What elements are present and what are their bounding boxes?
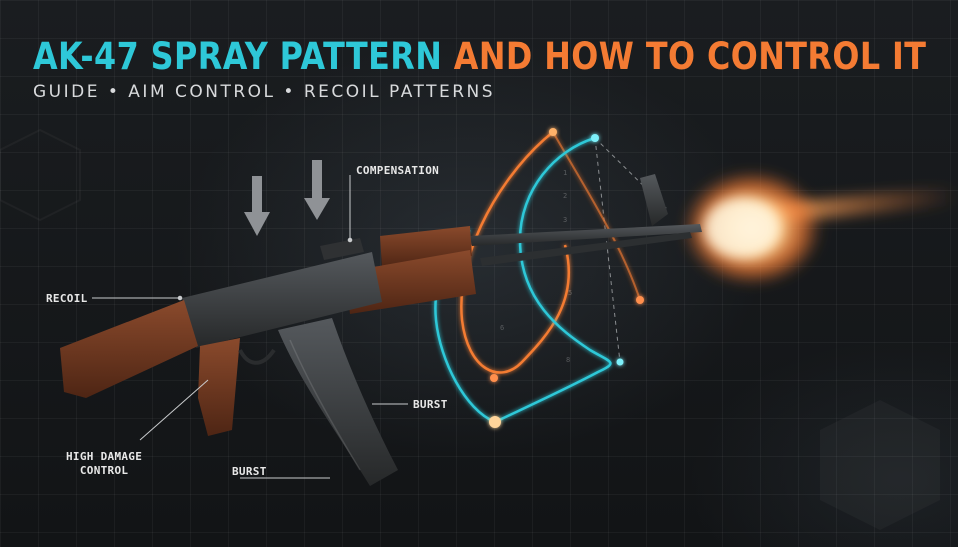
label-recoil: RECOIL (46, 292, 88, 305)
spray-path-orange (552, 131, 641, 301)
title-part-orange: AND HOW TO CONTROL IT (453, 35, 927, 78)
muzzle-flash (682, 170, 958, 286)
page-subtitle: GUIDE • AIM CONTROL • RECOIL PATTERNS (33, 82, 496, 102)
label-high-damage-line1: HIGH DAMAGE (66, 450, 143, 463)
label-compensation: COMPENSATION (356, 164, 440, 177)
spray-path-cyan (434, 136, 612, 424)
spray-path-orange (460, 131, 571, 374)
hex-decoration (820, 400, 940, 530)
callout-lines (92, 175, 408, 479)
svg-text:8: 8 (566, 356, 570, 364)
down-arrow-icon (244, 176, 270, 236)
pattern-tick-marks: 1 2 3 5 6 8 (500, 169, 572, 364)
svg-text:6: 6 (500, 324, 504, 332)
svg-text:5: 5 (568, 289, 572, 297)
label-burst-bottom: BURST (232, 465, 267, 478)
svg-text:2: 2 (563, 192, 567, 200)
svg-text:1: 1 (563, 169, 567, 177)
guide-dashed-line (594, 137, 669, 363)
label-high-damage-control: HIGH DAMAGE CONTROL (66, 450, 142, 478)
title-part-cyan: AK-47 SPRAY PATTERN (33, 35, 443, 78)
label-burst-right: BURST (413, 398, 448, 411)
svg-text:3: 3 (563, 216, 567, 224)
down-arrow-icon (304, 160, 330, 220)
page-title: AK-47 SPRAY PATTERN AND HOW TO CONTROL I… (33, 38, 926, 75)
spray-markers (489, 128, 644, 428)
hex-decoration (0, 128, 81, 222)
label-high-damage-line2: CONTROL (79, 463, 129, 477)
ak47-rifle (60, 174, 702, 486)
